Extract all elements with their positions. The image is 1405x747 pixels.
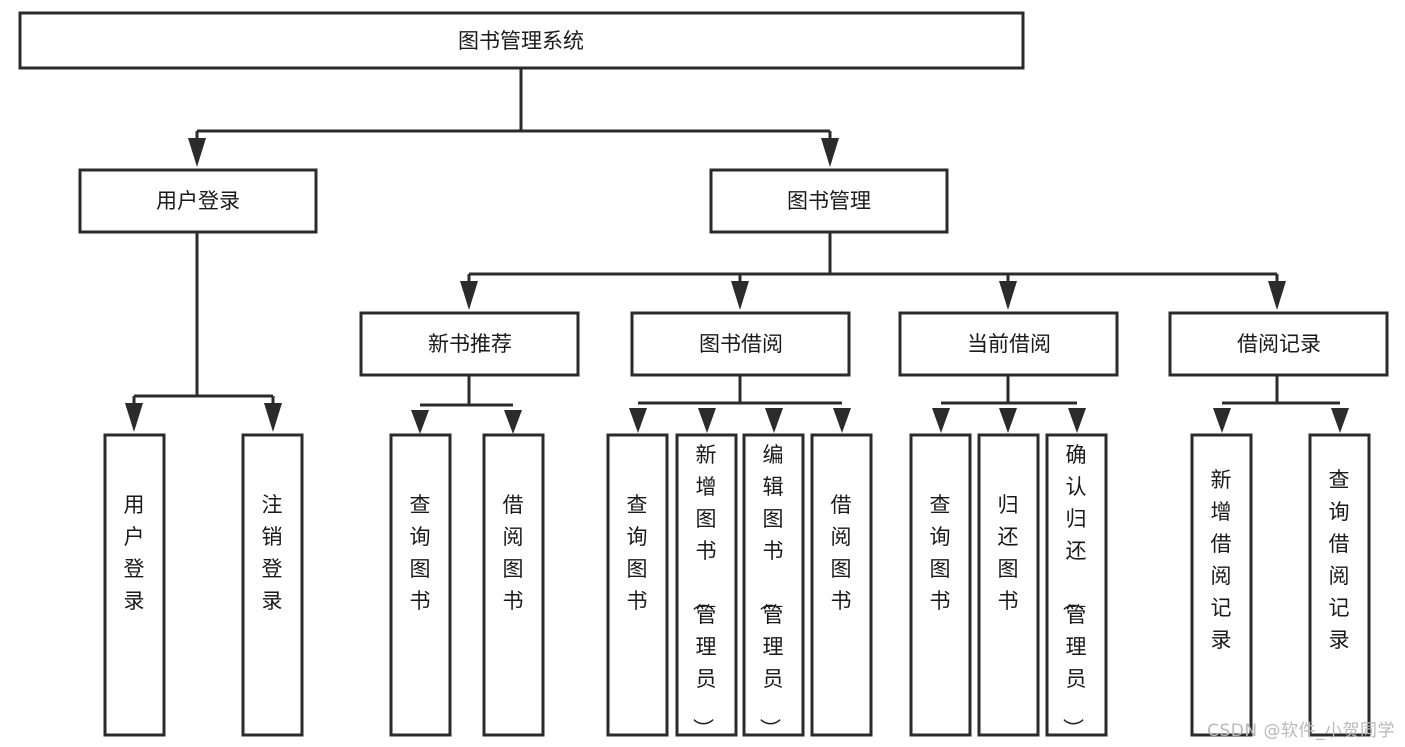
node-book-borrow-box[interactable]: [630, 311, 851, 377]
node-new-book-recommend[interactable]: 新书推荐: [359, 311, 580, 377]
node-new-book-recommend-label: 新书推荐: [428, 332, 512, 356]
node-leaf-borrow-book-1-label: 借阅图书: [503, 493, 524, 613]
node-leaf-confirm-return-box[interactable]: [1045, 433, 1108, 737]
arrow-head-leaf-query-book-1: [411, 410, 429, 434]
node-leaf-add-borrow-record-label: 新增借阅记录: [1211, 468, 1232, 652]
node-leaf-borrow-book-2-box[interactable]: [810, 433, 873, 737]
arrow-head-leaf-query-borrow-record: [1331, 408, 1349, 433]
arrow-head-leaf-logout-login: [264, 403, 282, 432]
arrow-head-leaf-edit-book: [765, 408, 783, 433]
arrow-head-leaf-add-book: [698, 408, 716, 433]
node-leaf-user-login-box[interactable]: [103, 433, 166, 737]
node-user-login[interactable]: 用户登录: [78, 168, 318, 234]
node-leaf-add-borrow-record-box[interactable]: [1190, 433, 1253, 737]
node-current-borrow-box[interactable]: [898, 311, 1119, 377]
node-leaf-borrow-book-1[interactable]: 借阅图书: [482, 433, 545, 737]
node-leaf-logout-login-label: 注销登录: [262, 493, 283, 613]
node-root[interactable]: 图书管理系统: [18, 11, 1025, 70]
node-leaf-query-book-2[interactable]: 查询图书: [606, 433, 669, 737]
node-borrow-record[interactable]: 借阅记录: [1168, 311, 1389, 377]
node-leaf-query-book-1-box[interactable]: [389, 433, 452, 737]
node-leaf-query-borrow-record-label: 查询借阅记录: [1329, 468, 1350, 652]
arrow-head-leaf-return-book: [999, 408, 1017, 433]
node-leaf-query-borrow-record-box[interactable]: [1308, 433, 1371, 737]
node-user-login-box[interactable]: [78, 168, 318, 234]
arrow-head-current-borrow: [999, 281, 1017, 310]
arrow-head-user-login: [188, 138, 206, 167]
node-leaf-borrow-book-1-box[interactable]: [482, 433, 545, 737]
node-borrow-record-box[interactable]: [1168, 311, 1389, 377]
arrow-head-new-book-recommend: [460, 281, 478, 310]
node-leaf-user-login[interactable]: 用户登录: [103, 433, 166, 737]
node-leaf-add-borrow-record[interactable]: 新增借阅记录: [1190, 433, 1253, 737]
node-leaf-return-book[interactable]: 归还图书: [977, 433, 1040, 737]
arrow-head-leaf-borrow-book-2: [833, 408, 851, 433]
node-leaf-logout-login-box[interactable]: [241, 433, 304, 737]
node-leaf-query-book-3[interactable]: 查询图书: [909, 433, 972, 737]
node-leaf-add-book-label: 新增图书（管理员）: [691, 443, 717, 739]
arrow-head-book-borrow: [731, 281, 749, 310]
node-borrow-record-label: 借阅记录: [1237, 332, 1321, 356]
node-current-borrow[interactable]: 当前借阅: [898, 311, 1119, 377]
arrow-head-borrow-record: [1268, 281, 1286, 310]
node-leaf-query-book-3-label: 查询图书: [930, 493, 951, 613]
node-book-borrow[interactable]: 图书借阅: [630, 311, 851, 377]
node-leaf-return-book-box[interactable]: [977, 433, 1040, 737]
node-leaf-edit-book-label: 编辑图书（管理员）: [758, 443, 784, 739]
arrow-head-leaf-confirm-return: [1068, 408, 1086, 433]
node-leaf-query-borrow-record[interactable]: 查询借阅记录: [1308, 433, 1371, 737]
connector-layer: [125, 68, 1349, 434]
node-leaf-return-book-label: 归还图书: [998, 493, 1019, 613]
arrow-head-leaf-query-book-3: [932, 408, 950, 433]
node-leaf-query-book-3-box[interactable]: [909, 433, 972, 737]
node-book-management-label: 图书管理: [787, 189, 871, 213]
node-book-management-box[interactable]: [709, 168, 949, 234]
node-leaf-query-book-1[interactable]: 查询图书: [389, 433, 452, 737]
node-leaf-edit-book-box[interactable]: [742, 433, 805, 737]
node-leaf-query-book-2-box[interactable]: [606, 433, 669, 737]
node-leaf-borrow-book-2[interactable]: 借阅图书: [810, 433, 873, 737]
arrow-head-leaf-query-book-2: [629, 408, 647, 433]
node-leaf-add-book[interactable]: 新增图书（管理员）: [675, 433, 738, 739]
node-root-label: 图书管理系统: [458, 29, 584, 53]
arrow-head-leaf-user-login: [125, 403, 143, 432]
node-leaf-confirm-return[interactable]: 确认归还（管理员）: [1045, 433, 1108, 739]
node-leaf-query-book-1-label: 查询图书: [410, 493, 431, 613]
arrow-head-book-management: [821, 138, 839, 167]
node-leaf-edit-book[interactable]: 编辑图书（管理员）: [742, 433, 805, 739]
node-current-borrow-label: 当前借阅: [967, 332, 1051, 356]
node-leaf-logout-login[interactable]: 注销登录: [241, 433, 304, 737]
node-leaf-confirm-return-label: 确认归还（管理员）: [1061, 443, 1087, 739]
node-leaf-user-login-label: 用户登录: [124, 493, 145, 613]
arrow-head-leaf-borrow-book-1: [504, 410, 522, 434]
node-leaf-query-book-2-label: 查询图书: [627, 493, 648, 613]
node-new-book-recommend-box[interactable]: [359, 311, 580, 377]
node-book-borrow-label: 图书借阅: [699, 332, 783, 356]
arrow-head-leaf-add-borrow-record: [1213, 408, 1231, 433]
node-root-box[interactable]: [18, 11, 1025, 70]
node-user-login-label: 用户登录: [156, 189, 240, 213]
csdn-watermark: CSDN @软件_小贺同学: [1207, 721, 1395, 741]
node-book-management[interactable]: 图书管理: [709, 168, 949, 234]
node-leaf-borrow-book-2-label: 借阅图书: [831, 493, 852, 613]
node-leaf-add-book-box[interactable]: [675, 433, 738, 737]
